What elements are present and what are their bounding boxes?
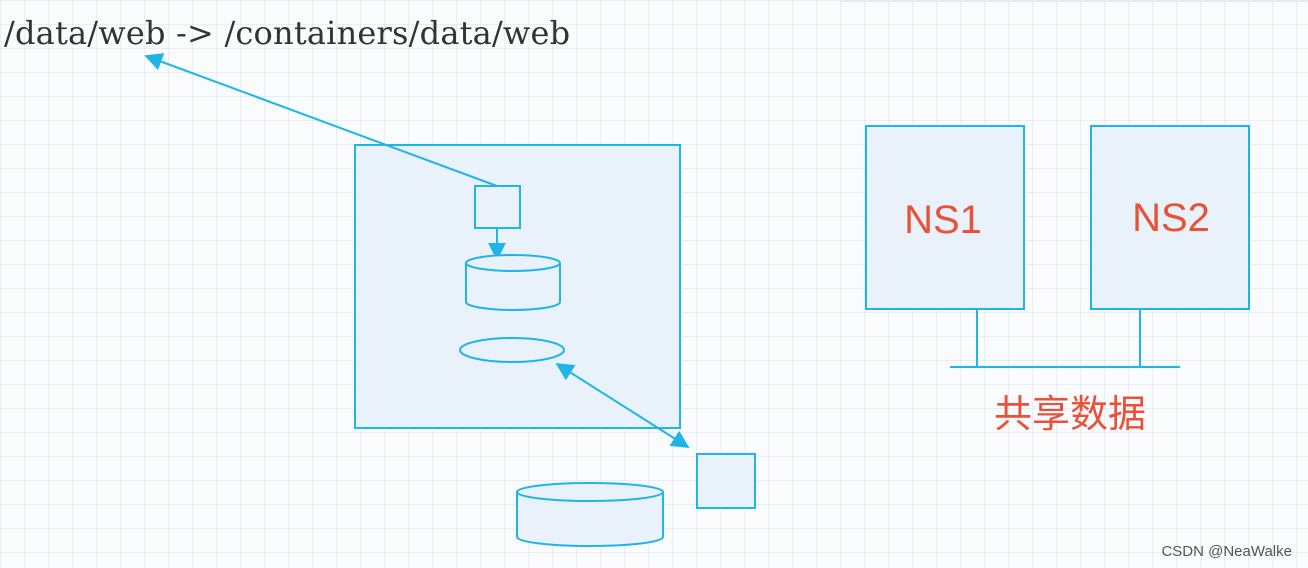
host-volume-cylinder: [516, 482, 664, 547]
top-divider: [840, 0, 1308, 2]
host-directory-box: [696, 453, 756, 509]
mount-point-to-path-arrow: [144, 53, 498, 187]
namespace-group: NS1 NS2 共享数据: [865, 125, 1250, 436]
container-volume-disk: [459, 337, 565, 363]
watermark: CSDN @NeaWalke: [1161, 543, 1292, 560]
shared-data-label: 共享数据: [994, 392, 1146, 436]
container-group: [144, 53, 756, 547]
container-volume-cylinder: [465, 254, 561, 311]
ns2-label: NS2: [1132, 196, 1210, 240]
volume-link-arrow: [555, 363, 690, 448]
ns2-box: [1090, 125, 1250, 310]
ns1-box: [865, 125, 1025, 310]
container-mount-point: [474, 185, 521, 229]
ns1-label: NS1: [904, 198, 982, 242]
mount-path-label: /data/web -> /containers/data/web: [4, 14, 571, 52]
